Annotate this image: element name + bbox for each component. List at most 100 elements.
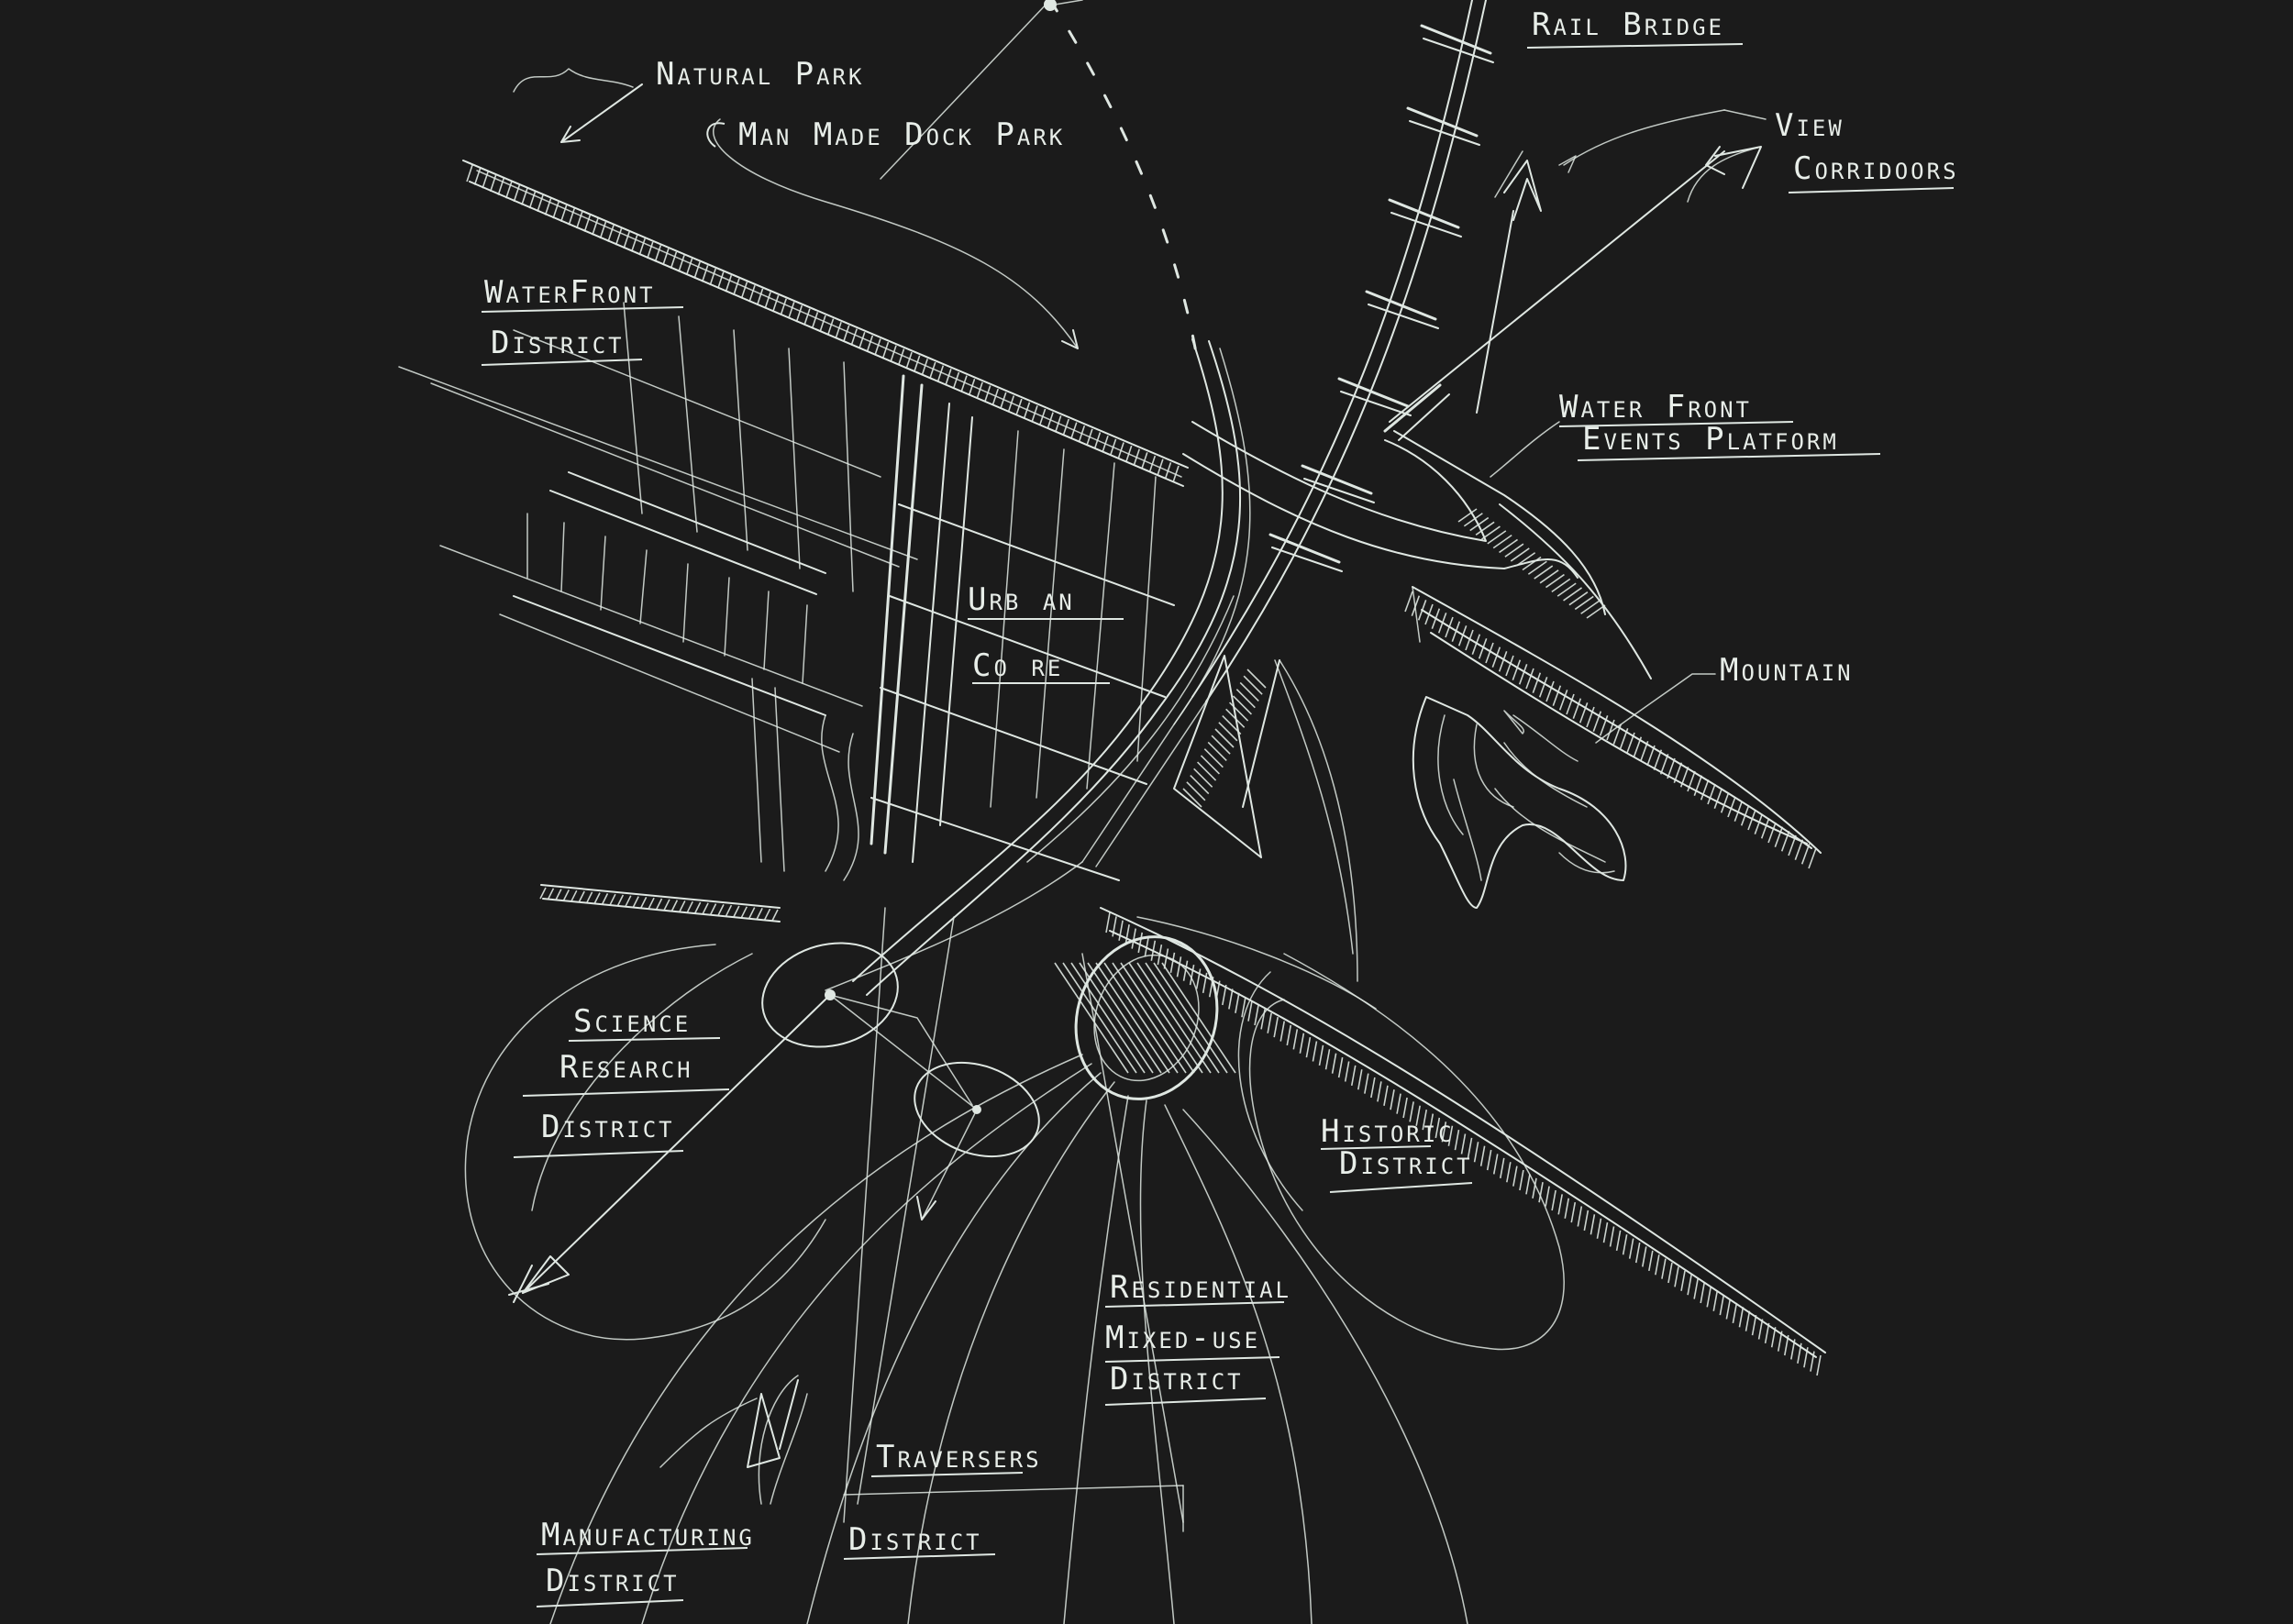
hatch-stroke <box>1648 1250 1654 1271</box>
hatch-stroke <box>1447 1125 1454 1146</box>
hatch-stroke <box>662 248 670 266</box>
hatch-stroke <box>639 897 648 909</box>
hatch-stroke <box>693 901 702 914</box>
hatch-stroke <box>756 288 764 306</box>
hatch-stroke <box>1112 916 1117 937</box>
hatch-stroke <box>1163 948 1169 969</box>
hatch-stroke <box>1214 980 1221 1001</box>
hatch-stroke <box>1615 1230 1622 1252</box>
hatch-stroke <box>686 900 693 913</box>
hatch-stroke <box>1764 1322 1770 1344</box>
hatch-stroke <box>1460 1133 1467 1154</box>
hatch-stroke <box>1186 781 1206 801</box>
hatch-stroke <box>1409 1101 1414 1122</box>
rail-tie <box>1368 304 1439 329</box>
hatch-stroke <box>1103 962 1179 1074</box>
hatch-stroke <box>1337 1056 1344 1078</box>
hatch-stroke <box>1783 1334 1789 1356</box>
hatch-stroke <box>1318 1044 1324 1066</box>
hatch-stroke <box>562 889 570 901</box>
hatch-stroke <box>1093 432 1102 449</box>
hatch-stroke <box>1086 428 1093 447</box>
hatch-stroke <box>771 909 779 922</box>
hatch-stroke <box>1182 960 1189 981</box>
hatch-stroke <box>1693 1278 1699 1299</box>
hatch-stroke <box>679 900 686 912</box>
hatch-stroke <box>528 191 537 209</box>
hatch-stroke <box>1141 452 1148 470</box>
hatch-stroke <box>1193 768 1213 788</box>
dock-park-arrow <box>880 0 1199 359</box>
hatch-stroke <box>1133 448 1140 467</box>
hatch-stroke <box>1760 818 1770 839</box>
hatch-stroke <box>1305 1036 1312 1058</box>
hatch-stroke <box>1475 521 1495 536</box>
mountain <box>1412 696 1627 909</box>
hatch-stroke <box>740 282 748 299</box>
hatch-stroke <box>1700 779 1710 801</box>
svg-text:Rail Bridge: Rail Bridge <box>1532 6 1724 43</box>
hatch-stroke <box>874 338 881 356</box>
hatch-stroke <box>616 894 625 907</box>
label-man-made-dock-park: Man Made Dock Park <box>706 116 1062 153</box>
hatch-stroke <box>1532 1177 1537 1199</box>
hatch-stroke <box>1153 962 1228 1074</box>
hatch-stroke <box>1415 1105 1421 1126</box>
hatch-stroke <box>670 251 678 270</box>
hatch-stroke <box>1120 962 1195 1074</box>
hatch-stroke <box>1286 1024 1292 1046</box>
hatch-stroke <box>670 900 679 911</box>
hatch-stroke <box>1062 418 1069 436</box>
hatch-stroke <box>1109 438 1117 457</box>
waterfront-band <box>462 160 1189 922</box>
hatch-stroke <box>1512 1166 1518 1187</box>
hatch-stroke <box>1586 604 1606 619</box>
hatch-stroke <box>1499 538 1519 554</box>
hatch-stroke <box>1499 1157 1505 1178</box>
hatch-stroke <box>1463 513 1483 527</box>
hatch-stroke <box>1473 1142 1479 1163</box>
hatch-stroke <box>1590 1214 1596 1235</box>
hatch-stroke <box>1054 415 1062 433</box>
hatch-stroke <box>1486 1149 1492 1171</box>
hatch-stroke <box>559 204 568 222</box>
hatch-stroke <box>1558 690 1568 711</box>
rail-tie <box>1303 478 1375 503</box>
hatch-stroke <box>1563 587 1583 602</box>
historic-band <box>1100 907 1826 1376</box>
hatch-stroke <box>1579 702 1589 724</box>
hatch-stroke <box>1609 1226 1615 1247</box>
hatch-stroke <box>748 284 756 303</box>
hatch-stroke <box>788 302 795 319</box>
svg-text:District: District <box>546 1563 680 1599</box>
rail-tie <box>1268 533 1341 564</box>
hatch-stroke <box>1667 1262 1673 1284</box>
hatch-stroke <box>1102 435 1109 453</box>
hatch-stroke <box>1190 774 1210 795</box>
hatch-stroke <box>1377 1081 1382 1102</box>
hatch-stroke <box>842 325 850 343</box>
hatch-stroke <box>890 345 897 363</box>
left-hatched-bar <box>540 884 781 922</box>
hatch-stroke <box>763 908 771 921</box>
hatch-stroke <box>1112 962 1187 1074</box>
hatch-stroke <box>544 198 552 215</box>
hatch-stroke <box>539 887 547 900</box>
hatch-stroke <box>1404 591 1413 613</box>
hatch-stroke <box>1246 668 1267 689</box>
natural-park-arrow <box>513 68 643 143</box>
label-rail-bridge: Rail Bridge <box>1526 6 1744 49</box>
hatch-stroke <box>1797 1342 1802 1364</box>
hatch-stroke <box>795 304 803 323</box>
hatch-stroke <box>1062 962 1137 1074</box>
hatch-stroke <box>593 892 601 904</box>
hatch-stroke <box>1465 629 1474 651</box>
hatch-stroke <box>654 245 662 262</box>
hatch-stroke <box>1577 1206 1583 1227</box>
hatch-stroke <box>1299 1033 1305 1054</box>
hatch-stroke <box>1800 844 1811 865</box>
residential-curves <box>549 907 1468 1624</box>
hatch-stroke <box>1218 722 1238 742</box>
hatch-stroke <box>482 171 489 189</box>
